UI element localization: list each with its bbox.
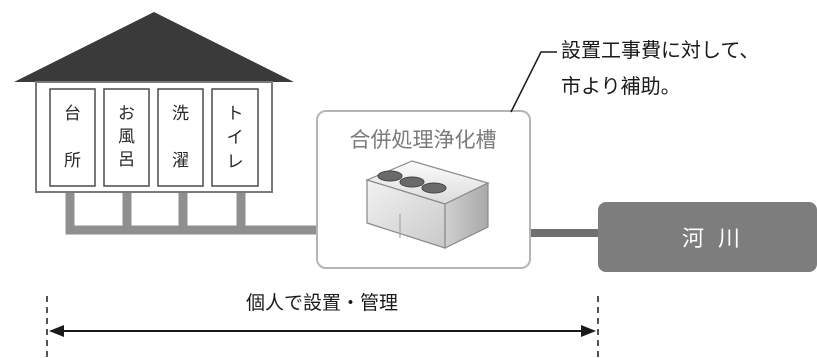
room-bath-char-2: 風 [118,127,135,147]
drain-pipes [65,185,335,235]
responsibility-span: 個人で設置・管理 [46,292,599,358]
septic-tank-box: 合併処理浄化槽 [316,110,531,269]
span-arrowhead-right [581,325,596,337]
room-toilet-char-1: ト [227,104,244,124]
span-label: 個人で設置・管理 [246,292,398,314]
callout-leader [510,51,557,113]
room-toilet-char-2: イ [227,128,244,148]
septic-tank-label: 合併処理浄化槽 [350,128,497,152]
room-toilet-char-3: レ [227,152,244,172]
room-kitchen-char-2: 所 [64,151,81,171]
room-toilet [211,88,259,187]
room-kitchen-char-1: 台 [64,104,81,124]
room-bath-char-3: 呂 [118,150,135,170]
room-laundry-char-2: 濯 [172,151,189,171]
callout-text-line2: 市より補助。 [561,74,681,98]
river-label: 河川 [682,227,754,252]
span-arrowhead-left [49,325,64,337]
room-bath [103,88,150,187]
room-laundry-char-1: 洗 [172,104,189,124]
room-kitchen [49,88,96,187]
river: 河川 [598,202,817,272]
callout-text-line1: 設置工事費に対して、 [561,38,759,62]
septic-tank-unit [365,160,490,249]
room-laundry [157,88,204,187]
room-bath-char-1: お [118,104,135,124]
house: 台 所 お 風 呂 洗 濯 ト イ レ [14,12,294,193]
house-roof [14,12,294,82]
river-block [598,202,817,272]
